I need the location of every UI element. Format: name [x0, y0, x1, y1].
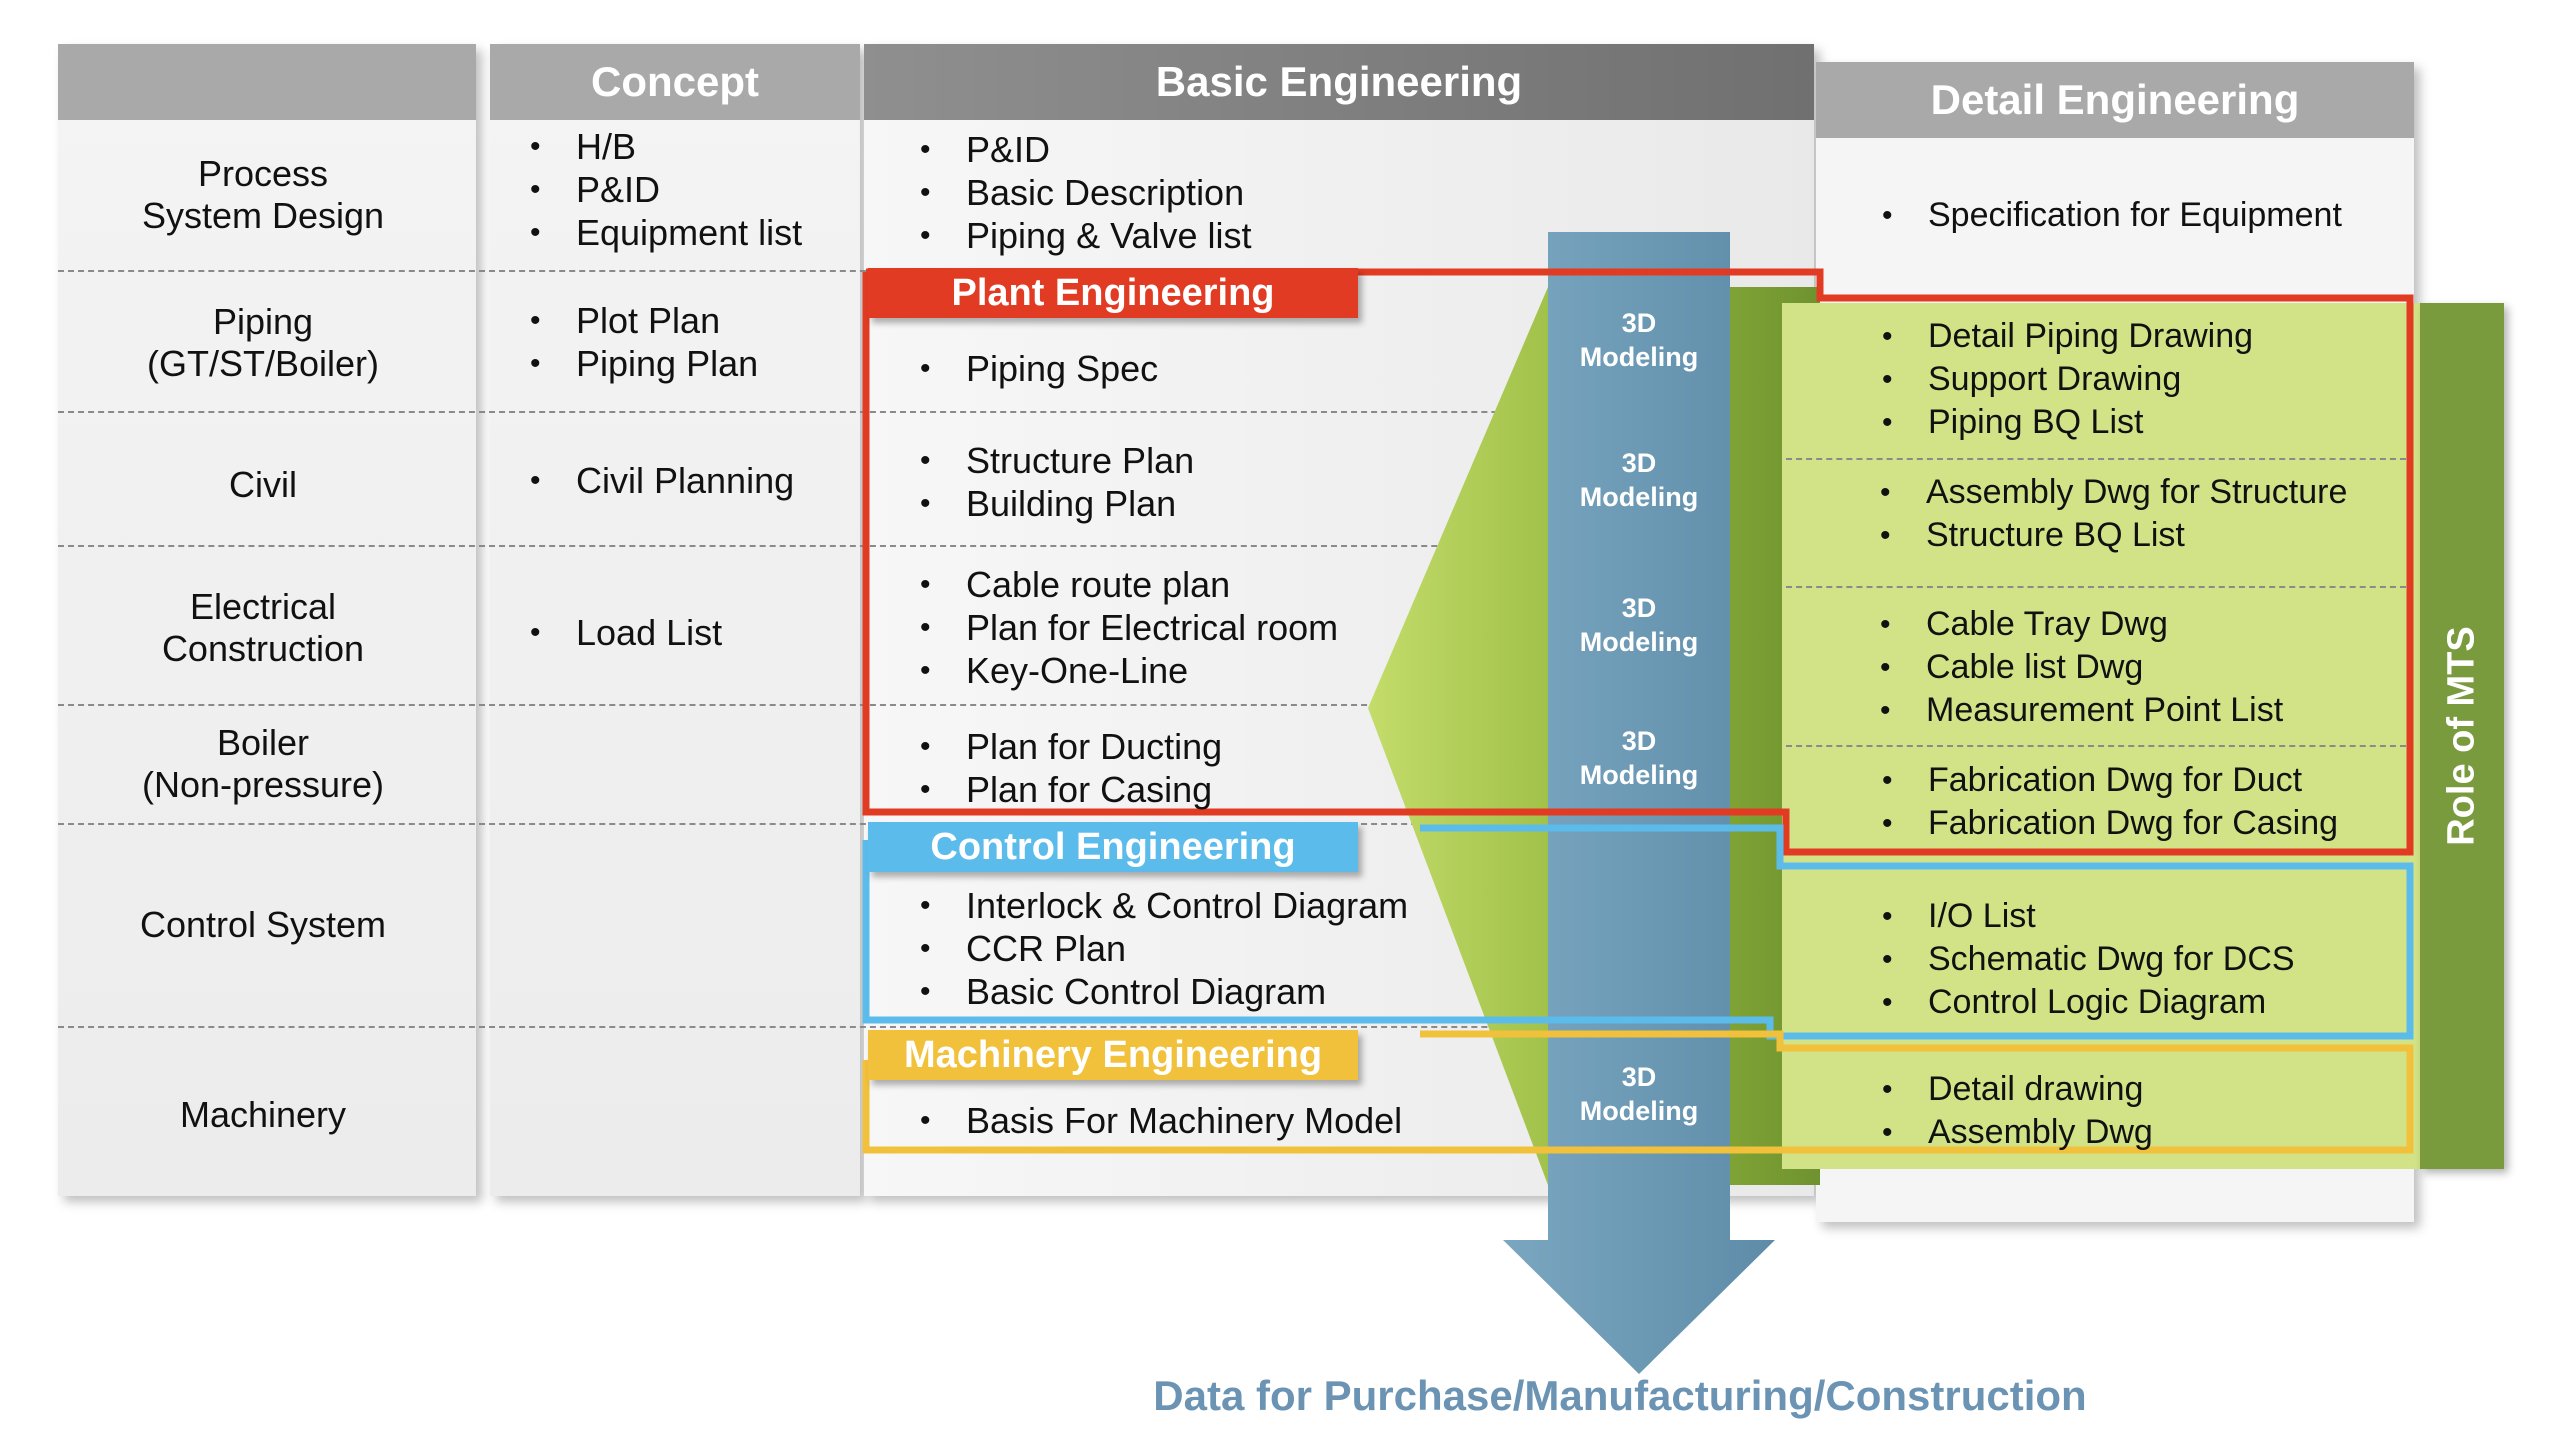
- list-item: Cable list Dwg: [1880, 646, 2283, 689]
- list-item: Control Logic Diagram: [1882, 981, 2295, 1024]
- list-item: H/B: [530, 125, 802, 168]
- list-item: Piping & Valve list: [920, 214, 1251, 257]
- basic-boiler-list: Plan for Ducting Plan for Casing: [920, 725, 1222, 811]
- concept-process-list: H/B P&ID Equipment list: [530, 125, 802, 254]
- list-item: Equipment list: [530, 211, 802, 254]
- down-arrow-shape: [1503, 232, 1775, 1374]
- list-item: Structure BQ List: [1880, 514, 2347, 557]
- plant-engineering-tag: Plant Engineering: [868, 268, 1358, 318]
- footer-caption: Data for Purchase/Manufacturing/Construc…: [1153, 1372, 2087, 1419]
- plant-outline: [862, 268, 2414, 856]
- list-item: Schematic Dwg for DCS: [1882, 938, 2295, 981]
- row-separator: [58, 545, 1758, 547]
- basic-engineering-header: Basic Engineering: [864, 44, 1814, 120]
- control-outline: [862, 824, 2414, 1040]
- list-item: Plan for Ducting: [920, 725, 1222, 768]
- concept-piping-list: Plot Plan Piping Plan: [530, 299, 758, 385]
- detail-piping-list: Detail Piping Drawing Support Drawing Pi…: [1882, 315, 2253, 444]
- basic-electrical-list: Cable route plan Plan for Electrical roo…: [920, 563, 1338, 692]
- row-separator: [58, 411, 1758, 413]
- basic-piping-list: Piping Spec: [920, 347, 1158, 390]
- row-label-machinery: Machinery: [179, 1094, 347, 1135]
- machinery-engineering-tag: Machinery Engineering: [868, 1030, 1358, 1080]
- list-item: Plot Plan: [530, 299, 758, 342]
- control-engineering-tag: Control Engineering: [868, 822, 1358, 872]
- basic-machinery-list: Basis For Machinery Model: [920, 1099, 1402, 1142]
- list-item: Measurement Point List: [1880, 689, 2283, 732]
- list-item: Building Plan: [920, 482, 1194, 525]
- 3d-modeling-label: 3D Modeling: [1579, 1062, 1699, 1126]
- detail-civil-list: Assembly Dwg for Structure Structure BQ …: [1880, 471, 2347, 557]
- list-item: Plan for Casing: [920, 768, 1222, 811]
- basic-control-list: Interlock & Control Diagram CCR Plan Bas…: [920, 884, 1408, 1013]
- list-item: Fabrication Dwg for Casing: [1882, 802, 2338, 845]
- list-item: P&ID: [920, 128, 1251, 171]
- row-label-column: [58, 44, 476, 1196]
- row-label-boiler: Boiler (Non-pressure): [141, 722, 385, 805]
- list-item: Cable Tray Dwg: [1880, 603, 2283, 646]
- row-label-piping: Piping (GT/ST/Boiler): [146, 301, 379, 384]
- detail-row-separator: [1786, 586, 2406, 588]
- 3d-modeling-label: 3D Modeling: [1579, 448, 1699, 512]
- 3d-modeling-label: 3D Modeling: [1579, 726, 1699, 790]
- detail-boiler-list: Fabrication Dwg for Duct Fabrication Dwg…: [1882, 759, 2338, 845]
- detail-electrical-list: Cable Tray Dwg Cable list Dwg Measuremen…: [1880, 603, 2283, 732]
- basic-civil-list: Structure Plan Building Plan: [920, 439, 1194, 525]
- list-item: Structure Plan: [920, 439, 1194, 482]
- 3d-modeling-label: 3D Modeling: [1579, 308, 1699, 372]
- list-item: Fabrication Dwg for Duct: [1882, 759, 2338, 802]
- list-item: Detail Piping Drawing: [1882, 315, 2253, 358]
- list-item: Basis For Machinery Model: [920, 1099, 1402, 1142]
- list-item: Piping Spec: [920, 347, 1158, 390]
- detail-control-list: I/O List Schematic Dwg for DCS Control L…: [1882, 895, 2295, 1024]
- list-item: Piping BQ List: [1882, 401, 2253, 444]
- list-item: Assembly Dwg: [1882, 1111, 2153, 1154]
- role-of-mts-bar: Role of MTS: [2420, 303, 2504, 1169]
- detail-green-panel: [1782, 303, 2422, 1169]
- detail-machinery-list: Detail drawing Assembly Dwg: [1882, 1068, 2153, 1154]
- concept-header: Concept: [490, 44, 860, 120]
- list-item: Detail drawing: [1882, 1068, 2153, 1111]
- row-label-electrical: Electrical Construction: [161, 586, 365, 669]
- row-label-civil: Civil: [229, 464, 297, 505]
- concept-electrical-list: Load List: [530, 611, 722, 654]
- list-item: Load List: [530, 611, 722, 654]
- list-item: Piping Plan: [530, 342, 758, 385]
- row-separator: [58, 704, 1758, 706]
- list-item: Interlock & Control Diagram: [920, 884, 1408, 927]
- list-item: Key-One-Line: [920, 649, 1338, 692]
- list-item: P&ID: [530, 168, 802, 211]
- basic-process-list: P&ID Basic Description Piping & Valve li…: [920, 128, 1251, 257]
- list-item: Specification for Equipment: [1882, 194, 2342, 237]
- list-item: I/O List: [1882, 895, 2295, 938]
- list-item: Basic Control Diagram: [920, 970, 1408, 1013]
- row-label-control: Control System: [139, 904, 387, 945]
- list-item: Civil Planning: [530, 459, 794, 502]
- list-item: Plan for Electrical room: [920, 606, 1338, 649]
- list-item: CCR Plan: [920, 927, 1408, 970]
- machinery-outline: [862, 1030, 2414, 1154]
- detail-process-list: Specification for Equipment: [1882, 194, 2342, 237]
- 3d-modeling-label: 3D Modeling: [1579, 593, 1699, 657]
- list-item: Assembly Dwg for Structure: [1880, 471, 2347, 514]
- list-item: Basic Description: [920, 171, 1251, 214]
- row-label-process: Process System Design: [141, 153, 385, 236]
- row-label-header: [58, 44, 476, 120]
- detail-engineering-header: Detail Engineering: [1816, 62, 2414, 138]
- list-item: Cable route plan: [920, 563, 1338, 606]
- detail-row-separator: [1786, 745, 2406, 747]
- list-item: Support Drawing: [1882, 358, 2253, 401]
- concept-civil-list: Civil Planning: [530, 459, 794, 502]
- row-separator: [58, 1026, 1758, 1028]
- detail-row-separator: [1786, 458, 2406, 460]
